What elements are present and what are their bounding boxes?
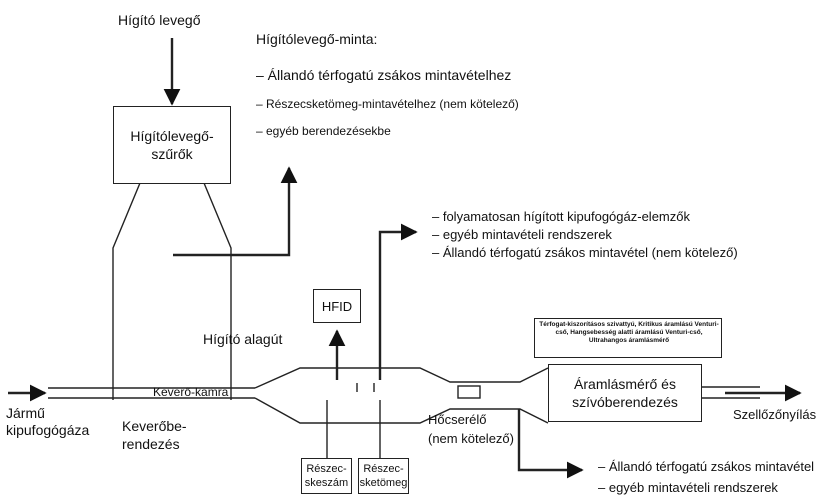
flowmeter-box: Áramlásmérő és szívóberendezés xyxy=(548,364,702,422)
flow-devices-note: Térfogat-kiszorításos szivattyú, Kritiku… xyxy=(539,321,719,345)
flow-devices-note-box: Térfogat-kiszorításos szivattyú, Kritiku… xyxy=(534,318,722,358)
tunnel-list-item-1: – folyamatosan hígított kipufogógáz-elem… xyxy=(432,209,690,224)
dilution-air-sample-title: Hígítólevegő-minta: xyxy=(256,31,378,47)
particle-mass-line1: Részec- xyxy=(363,463,404,475)
mixer-line1: Keverőbe- xyxy=(122,418,187,434)
heat-exchanger-line1: Hőcserélő xyxy=(428,412,487,427)
particle-count-line2: skeszám xyxy=(304,477,349,489)
mixer-line2: rendezés xyxy=(122,436,180,452)
particle-mass-line2: sketömeg xyxy=(359,477,408,489)
tunnel-sample-arrow xyxy=(378,223,418,380)
tunnel-label: Hígító alagút xyxy=(203,331,283,347)
outlet-list-item-2: – egyéb mintavételi rendszerek xyxy=(598,480,778,495)
tunnel-list-item-3: – Állandó térfogatú zsákos mintavétel (n… xyxy=(432,245,738,260)
dilution-air-label: Hígító levegő xyxy=(118,12,201,28)
vent-label: Szellőzőnyílás xyxy=(733,407,817,422)
particle-mass-box: Részec- sketömeg xyxy=(358,458,409,494)
outlet-list-item-1: – Állandó térfogatú zsákos mintavétel xyxy=(598,459,815,474)
hfid-box: HFID xyxy=(313,289,361,323)
filters-label-line1: Hígítólevegő- xyxy=(130,128,214,144)
particle-count-box: Részec- skeszám xyxy=(301,458,352,494)
flowmeter-label-line1: Áramlásmérő és xyxy=(574,376,676,392)
particle-count-line1: Részec- xyxy=(306,463,347,475)
heat-exchanger xyxy=(457,385,481,399)
dilution-list-item-1: – Állandó térfogatú zsákos mintavételhez xyxy=(256,67,512,83)
flowmeter-label-line2: szívóberendezés xyxy=(572,394,678,410)
dilution-air-filters-box: Hígítólevegő- szűrők xyxy=(113,106,231,184)
dilution-list-item-2: – Részecsketömeg-mintavételhez (nem köte… xyxy=(256,97,519,111)
dilution-list-item-3: – egyéb berendezésekbe xyxy=(256,124,391,138)
vehicle-exhaust-line1: Jármű xyxy=(6,405,45,421)
heat-exchanger-line2: (nem kötelező) xyxy=(428,431,514,446)
outlet-sample-arrow xyxy=(517,409,584,479)
vehicle-exhaust-line2: kipufogógáza xyxy=(6,422,90,438)
dilution-sample-arrow xyxy=(173,166,298,257)
filter-housing xyxy=(112,182,141,400)
tunnel-list-item-2: – egyéb mintavételi rendszerek xyxy=(432,227,612,242)
mixing-chamber-label: Keverő-kamra xyxy=(153,385,229,399)
hfid-label: HFID xyxy=(321,298,353,314)
filters-label-line2: szűrők xyxy=(151,146,193,162)
